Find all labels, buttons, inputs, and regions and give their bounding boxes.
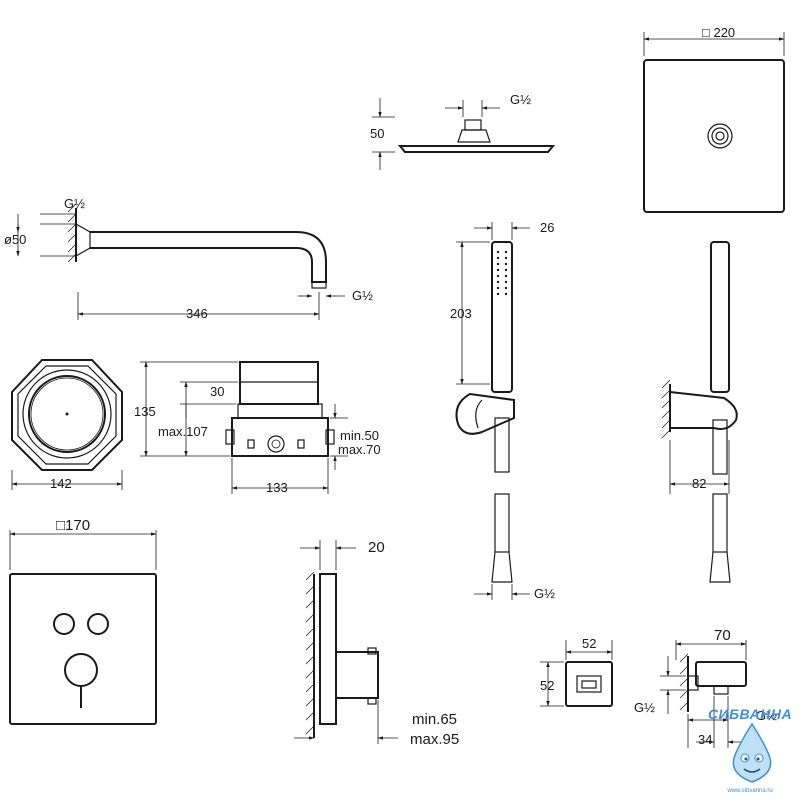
dim-82: 82	[692, 476, 706, 491]
dim-135: 135	[134, 404, 156, 419]
dim-220: □ 220	[702, 25, 735, 40]
dim-max95: max.95	[410, 731, 459, 748]
hand-shower-holder-side-view	[661, 241, 738, 583]
dim-max107: max.107	[158, 424, 208, 439]
dim-170: □170	[56, 517, 90, 534]
dim-phi50: ø50	[4, 232, 26, 247]
dim-52-top: 52	[582, 636, 596, 651]
dim-g-half-arm-top: G½	[64, 196, 85, 211]
dim-50-head: 50	[370, 126, 384, 141]
dim-203: 203	[450, 306, 472, 321]
dim-g-half-hand-shower: G½	[534, 586, 555, 601]
watermark-url: www.sibvanna.ru	[727, 788, 773, 794]
dim-346: 346	[186, 306, 208, 321]
concealed-body-top-view	[11, 359, 123, 490]
water-drop-mascot-icon	[732, 722, 772, 783]
dim-g-half-outlet-left: G½	[634, 700, 655, 715]
dim-142: 142	[50, 476, 72, 491]
dim-g-half-arm-outlet: G½	[352, 288, 373, 303]
dim-max70: max.70	[338, 442, 381, 457]
hand-shower-nozzles	[496, 250, 508, 296]
wall-outlet-side-view	[660, 640, 747, 748]
dim-g-half-head: G½	[510, 92, 531, 107]
dim-min50: min.50	[340, 428, 379, 443]
dim-52-left: 52	[540, 678, 554, 693]
wall-outlet-front-view	[540, 640, 613, 707]
watermark-logo: СИБВАННА www.sibvanna.ru	[700, 706, 800, 796]
dim-g-half-outlet-right: G½	[756, 708, 777, 723]
shower-arm-side-view	[16, 203, 345, 320]
control-plate-front-view	[9, 530, 157, 725]
dim-min65: min.65	[412, 711, 457, 728]
dim-20: 20	[368, 539, 385, 556]
hand-shower-side-view	[455, 222, 530, 600]
watermark-brand-text: СИБВАННА	[707, 706, 793, 722]
control-plate-side-view	[294, 540, 398, 744]
dim-34: 34	[698, 732, 712, 747]
dim-26: 26	[540, 220, 554, 235]
shower-head-side-view	[372, 98, 556, 170]
concealed-body-side-view	[140, 361, 348, 494]
dim-70: 70	[714, 627, 731, 644]
square-shower-head-front-view	[643, 32, 785, 213]
dim-30: 30	[210, 384, 224, 399]
dim-133: 133	[266, 480, 288, 495]
